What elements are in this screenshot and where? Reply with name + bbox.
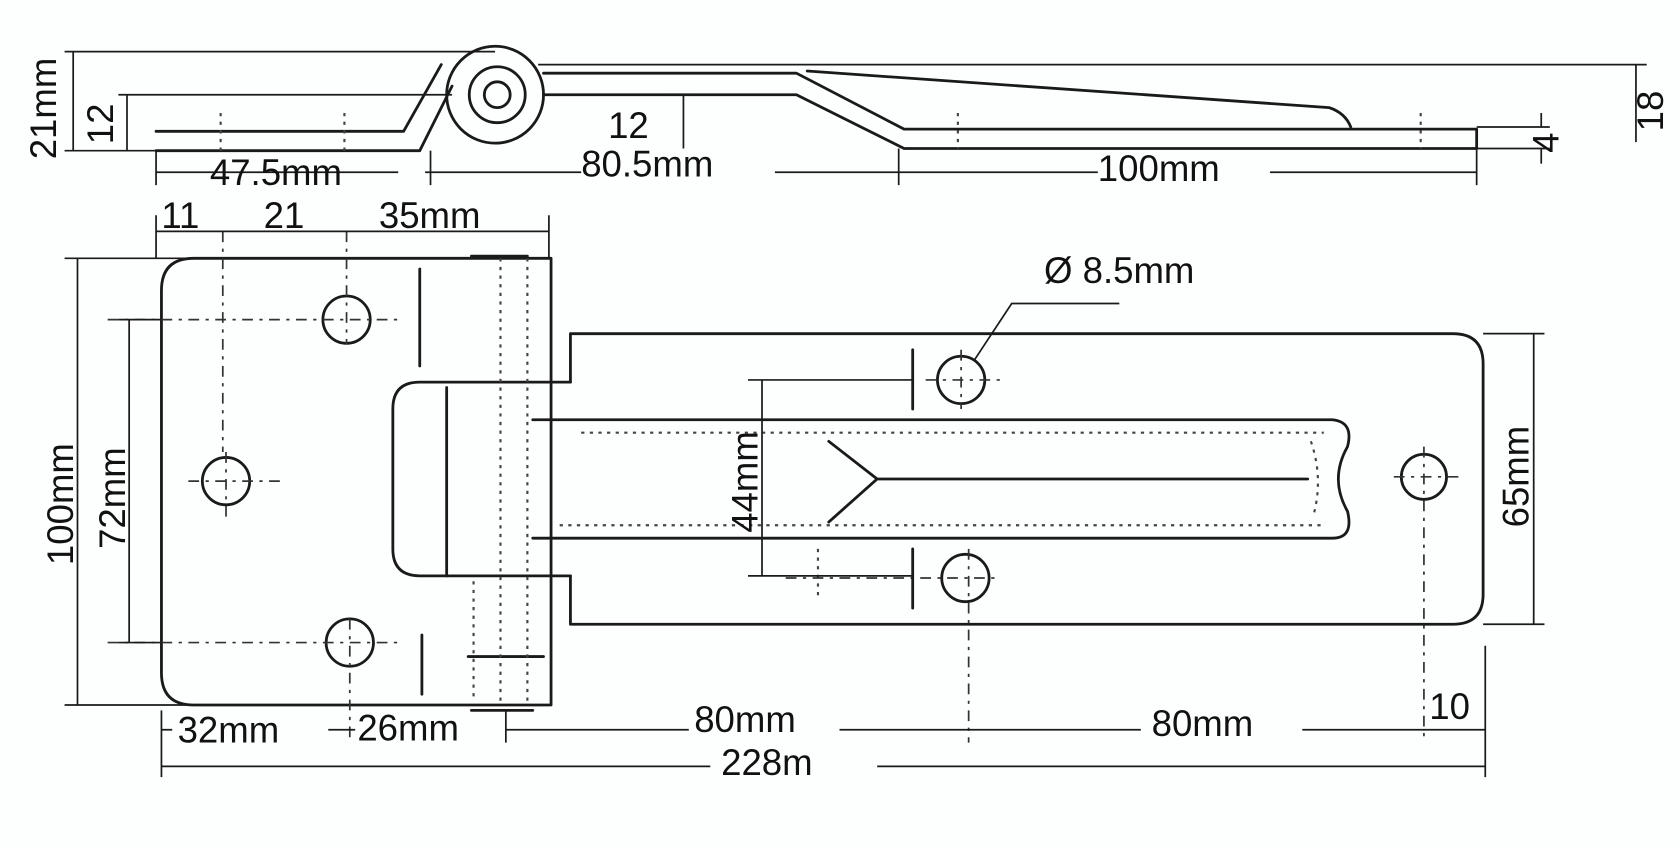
- dim-12-center: 12: [608, 105, 649, 146]
- dim-47-5mm: 47.5mm: [210, 152, 342, 193]
- dim-32mm: 32mm: [178, 710, 280, 751]
- dim-18: 18: [1630, 91, 1671, 132]
- dim-80mm-left: 80mm: [694, 699, 796, 740]
- dim-228m: 228m: [721, 742, 812, 783]
- dim-72mm: 72mm: [92, 447, 133, 549]
- front-extension-lines: [64, 215, 1545, 778]
- side-knuckle-outer: [445, 44, 545, 145]
- right-leaf: [569, 332, 1485, 626]
- dim-44mm: 44mm: [725, 431, 766, 533]
- side-extension-lines: [64, 50, 1647, 186]
- side-left-leaf: [154, 63, 454, 153]
- rib: [827, 439, 1310, 524]
- dim-65mm: 65mm: [1495, 426, 1536, 528]
- dim-11: 11: [161, 195, 199, 236]
- slot: [531, 418, 1351, 540]
- side-view: 21mm 12 12 18 4 47.5mm 80.5mm 100mm: [23, 44, 1671, 193]
- tongue: [391, 380, 572, 578]
- dim-80mm-right: 80mm: [1152, 703, 1254, 744]
- side-taper: [805, 69, 1353, 129]
- dim-hole-diameter: Ø 8.5mm: [1044, 250, 1194, 291]
- dim-21mm: 21mm: [23, 58, 64, 160]
- dim-80-5mm: 80.5mm: [581, 144, 713, 185]
- dim-26mm: 26mm: [357, 708, 459, 749]
- center-lines: [107, 231, 1459, 743]
- mounting-holes: [200, 294, 1448, 668]
- front-view: 11 21 35mm Ø 8.5mm 100mm 72mm 44mm 65mm …: [40, 195, 1545, 783]
- dim-100mm-side: 100mm: [1098, 148, 1220, 189]
- dim-35mm: 35mm: [379, 195, 481, 236]
- side-pin: [482, 80, 512, 110]
- hole-leader: [973, 302, 1120, 362]
- front-dimension-lines: [76, 230, 1535, 768]
- side-right-leaf: [542, 71, 1479, 150]
- side-knuckle-inner: [467, 65, 527, 125]
- dim-4: 4: [1525, 132, 1566, 152]
- dim-100mm: 100mm: [40, 443, 81, 565]
- hole: [940, 552, 991, 604]
- dim-12-left: 12: [80, 104, 121, 145]
- dim-10: 10: [1429, 686, 1470, 727]
- side-dimension-lines: [72, 51, 1637, 174]
- dim-21: 21: [264, 195, 305, 236]
